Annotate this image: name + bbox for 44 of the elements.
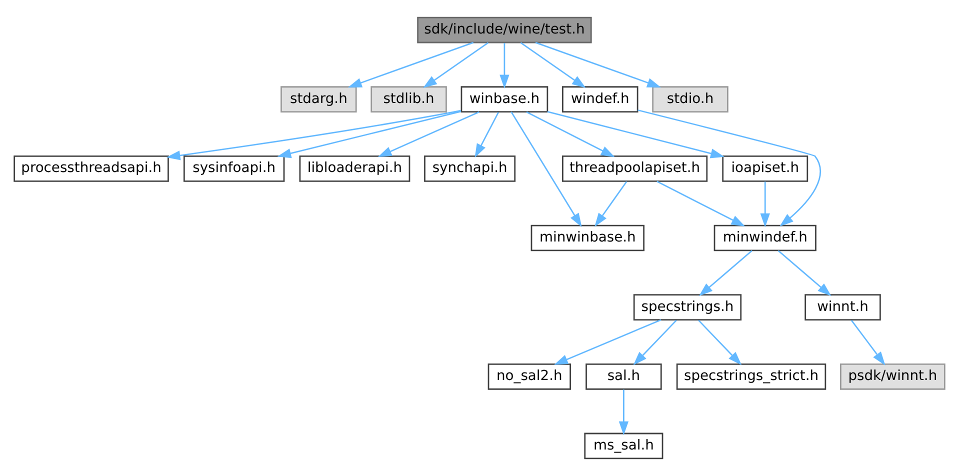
node-box: minwinbase.h: [530, 224, 644, 252]
node-box: threadpoolapiset.h: [562, 156, 708, 182]
arrow: [698, 250, 752, 296]
node-box: sal.h: [586, 363, 662, 390]
arrow: [633, 320, 677, 366]
arrow: [510, 112, 582, 228]
arrow: [656, 180, 746, 226]
node-box: stdarg.h: [280, 86, 357, 113]
arrow: [778, 250, 832, 296]
node-box: specstrings.h: [633, 294, 742, 320]
node-box: no_sal2.h: [488, 363, 571, 390]
node-box: ms_sal.h: [584, 432, 664, 460]
arrow: [850, 320, 886, 366]
arrow: [760, 182, 770, 228]
node-box: sdk/include/wine/test.h: [417, 16, 592, 44]
node-box: psdk/winnt.h: [840, 363, 946, 390]
arrow: [638, 109, 822, 227]
node-box: winbase.h: [460, 86, 548, 113]
arrow: [520, 42, 586, 88]
node-box: winnt.h: [804, 294, 881, 320]
node-box: specstrings_strict.h: [676, 363, 826, 390]
node-box: ioapiset.h: [722, 156, 808, 182]
arrow: [474, 112, 500, 158]
node-box: stdlib.h: [370, 86, 447, 113]
node-box: synchapi.h: [424, 156, 516, 182]
arrow: [500, 43, 510, 89]
node-box: windef.h: [562, 86, 638, 113]
node-box: minwindef.h: [714, 224, 816, 252]
arrow: [378, 111, 480, 158]
arrow: [547, 111, 724, 158]
arrow: [277, 110, 462, 158]
node-box: libloaderapi.h: [299, 156, 410, 182]
arrow: [348, 42, 474, 88]
arrow: [594, 181, 628, 227]
node-box: stdio.h: [652, 86, 728, 113]
node-box: sysinfoapi.h: [183, 156, 285, 182]
arrow: [166, 110, 462, 160]
arrow: [554, 319, 662, 365]
arrow: [526, 111, 615, 158]
arrow: [535, 42, 662, 88]
arrow: [698, 320, 742, 366]
arrow: [423, 42, 489, 88]
arrow: [618, 390, 629, 436]
node-box: processthreadsapi.h: [14, 156, 169, 182]
